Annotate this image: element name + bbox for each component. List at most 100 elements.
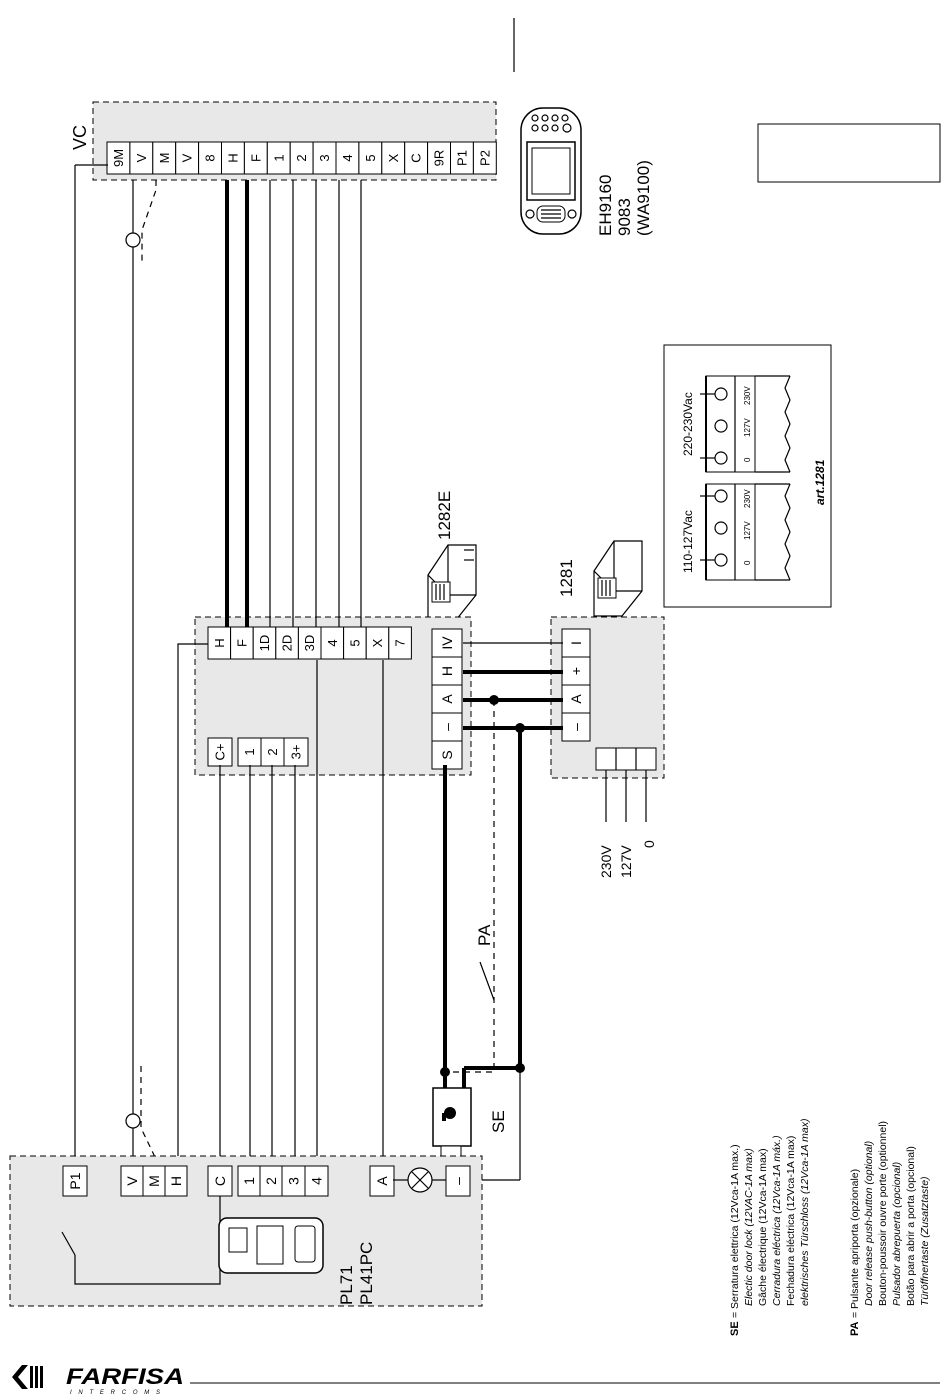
vc-terminal-label: 3 (317, 154, 332, 161)
vc-fuse-icon (125, 232, 141, 248)
psu-1281-block: I+A– (550, 616, 665, 822)
module-right-terminal (431, 712, 463, 742)
legend-pa-key: PA (849, 1321, 861, 1336)
vc-terminal-label: M (157, 153, 172, 164)
module-right-terminal (431, 684, 463, 714)
legend-se-line-6: elektrisches Türschloss (12Vca-1A max) (799, 1118, 811, 1306)
mains-127v: 127V (618, 845, 634, 878)
legend: SE = Serratura elettrica (12Vca-1A max.)… (729, 1118, 931, 1336)
inset-voltage-1: 110-127Vac (681, 510, 695, 573)
brand-name: FARFISA (66, 1364, 184, 1389)
legend-se-line-4: Cerradura eléctrica (12Vca-1A máx.) (771, 1135, 783, 1306)
module-right-terminal (431, 656, 463, 686)
mains-230v: 230V (598, 845, 614, 878)
module-top-terminal-label: H (212, 638, 227, 647)
panel-fuse-icon (125, 1113, 141, 1129)
brand-logo: FARFISA INTERCOMS (12, 1364, 940, 1396)
legend-se-line-5: Fechadura eléctrica (12Vca-1A max) (785, 1136, 797, 1306)
inset-caption: art.1281 (813, 459, 827, 505)
psu-terminal (561, 684, 591, 714)
module-bottom-terminal (283, 737, 309, 767)
vc-label: VC (70, 125, 90, 150)
module-top-terminal (388, 626, 412, 660)
legend-pa-line-4: Pulsador abrepuerta (opcional) (891, 1162, 903, 1306)
panel-terminal-label-c: C (212, 1176, 228, 1186)
label-pa: PA (475, 924, 494, 946)
legend-se-line-2: Electic door lock (12VAC-1A max) (743, 1148, 755, 1306)
monitor-icon (520, 107, 582, 235)
label-1281: 1281 (557, 559, 576, 597)
panel-terminal-label-t2: 2 (263, 1177, 279, 1185)
brand-arrow-icon (12, 1365, 28, 1389)
label-se: SE (489, 1110, 508, 1133)
module-right-terminal-label: – (439, 723, 455, 731)
module-right-terminal-label: A (439, 694, 455, 704)
module-top-terminal-label: 2D (280, 635, 295, 652)
vc-terminal (472, 141, 497, 175)
legend-se-line-1: = Serratura elettrica (12Vca-1A max.) (729, 1144, 741, 1318)
module-top-terminal-label: 7 (393, 639, 408, 646)
module-top-terminal-label: 3D (302, 635, 317, 652)
module-bottom-terminal-label: 1 (242, 748, 257, 755)
panel-terminal-label-minus: – (450, 1177, 466, 1185)
psu-terminal-label: + (568, 667, 584, 675)
vc-terminal-label: X (386, 153, 401, 162)
vc-terminal-label: F (248, 154, 263, 162)
module-top-terminal-label: 5 (347, 639, 362, 646)
inset-tap-2-0: 0 (743, 457, 752, 462)
module-right-terminal-label: IV (439, 636, 455, 650)
panel-terminal-label-p1: P1 (67, 1172, 83, 1189)
module-top-terminal-label: X (370, 638, 385, 647)
vc-terminal-label: 2 (294, 154, 309, 161)
vc-terminal-label: 8 (203, 154, 218, 161)
monitor-model-3: (WA9100) (634, 160, 653, 236)
device-icon-1282e (427, 544, 477, 621)
monitor-model-1: EH9160 (596, 175, 615, 236)
module-right-terminal (431, 628, 463, 658)
panel-model-1: PL71 (337, 1265, 356, 1305)
module-right-terminal-label: S (439, 750, 455, 759)
legend-pa-line-6: Türöffnertaste (Zusatztaste) (919, 1176, 931, 1306)
vc-terminal-label: V (180, 153, 195, 162)
module-bottom-terminal-label: C+ (213, 744, 228, 761)
monitor-model-2: 9083 (615, 198, 634, 236)
vc-terminal-label: 4 (340, 154, 355, 161)
inset-tap-2-230: 230V (743, 386, 752, 405)
vc-terminal-label: V (134, 153, 149, 162)
vc-terminal-label: 5 (363, 154, 378, 161)
vc-terminal-label: P1 (454, 150, 469, 166)
wiring (74, 164, 563, 1287)
legend-pa-line-5: Botão para abrir a porta (opcional) (905, 1146, 917, 1306)
module-bottom-terminal-label: 2 (265, 748, 280, 755)
blank-label-box (757, 123, 941, 183)
psu-terminal-label: A (568, 694, 584, 704)
legend-se-line-3: Gâche électrique (12Vca-1A max) (757, 1148, 769, 1306)
inset-voltage-2: 220-230Vac (681, 392, 695, 456)
panel-terminal-label-t4: 4 (309, 1177, 325, 1185)
inset-tap-2-127: 127V (743, 418, 752, 437)
module-top-terminal-label: 4 (325, 639, 340, 646)
module-bottom-terminal-label: 3+ (289, 745, 304, 760)
inset-tap-1-127: 127V (743, 521, 752, 540)
panel-icon (218, 1217, 324, 1274)
panel-terminal-label-h: H (168, 1176, 184, 1186)
vc-terminal-label: H (225, 153, 240, 162)
panel-terminal-p1 (62, 1165, 88, 1197)
label-1282e: 1282E (435, 491, 454, 540)
vc-terminal-label: 9R (432, 150, 447, 167)
vc-terminal-label: C (409, 153, 424, 162)
vc-terminal-label: P2 (477, 150, 492, 166)
device-icon-1281 (593, 540, 643, 617)
panel-terminal-a (369, 1165, 395, 1197)
module-right-terminal-label: H (439, 666, 455, 676)
vc-terminal-label: 9M (111, 149, 126, 167)
psu-terminal (561, 628, 591, 658)
legend-se-key: SE (729, 1321, 741, 1336)
panel-terminal-label-m: M (146, 1175, 162, 1187)
brand-sub: INTERCOMS (70, 1390, 160, 1396)
mains-0: 0 (641, 840, 657, 848)
